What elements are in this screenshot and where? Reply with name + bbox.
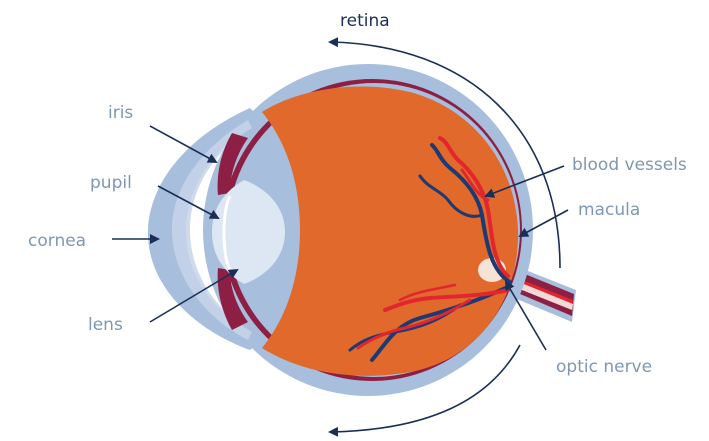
label-optic-nerve: optic nerve bbox=[556, 357, 652, 377]
label-retina: retina bbox=[340, 11, 390, 31]
label-iris: iris bbox=[108, 103, 133, 123]
label-blood-vessels: blood vessels bbox=[572, 155, 687, 175]
label-lens: lens bbox=[88, 315, 123, 335]
label-pupil: pupil bbox=[90, 173, 132, 193]
label-macula: macula bbox=[578, 200, 640, 220]
label-cornea: cornea bbox=[28, 231, 86, 251]
